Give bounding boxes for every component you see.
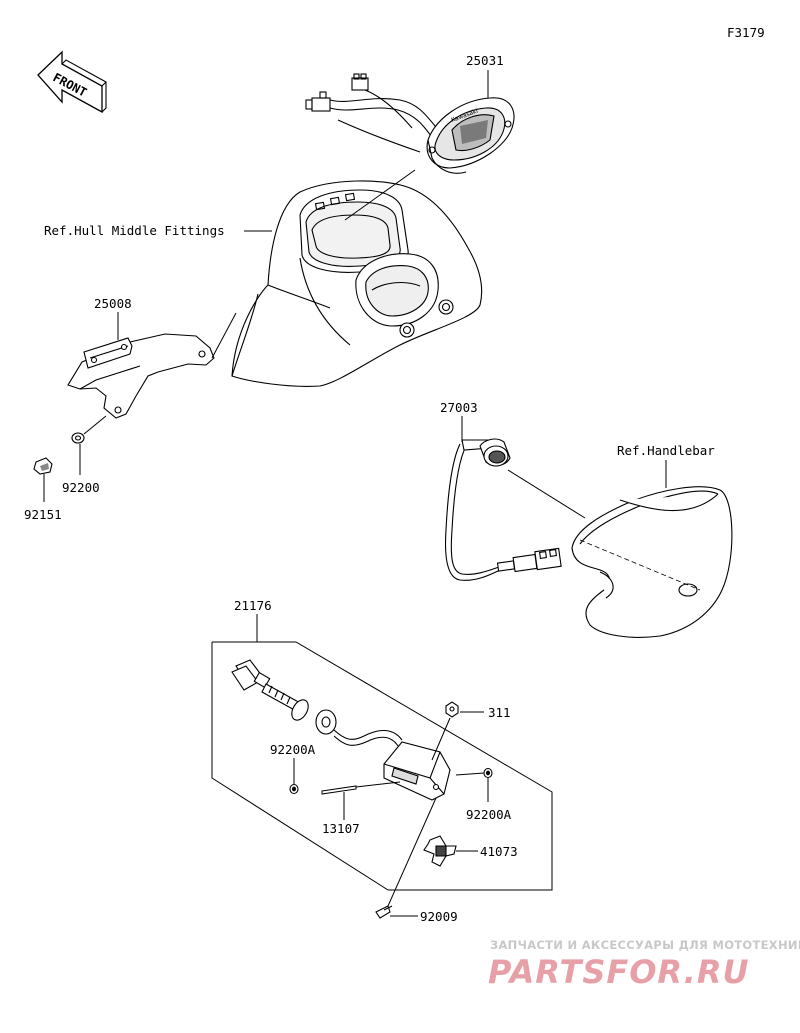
watermark-logo: PARTSFOR.RU	[488, 953, 749, 991]
ref-handlebar-label: Ref.Handlebar	[617, 443, 715, 458]
bracket-25008	[67, 333, 215, 419]
watermark-tagline: ЗАПЧАСТИ И АКСЕССУАРЫ ДЛЯ МОТОТЕХНИКИ	[490, 938, 800, 952]
sensor-assembly	[231, 659, 451, 801]
part-92009-label: 92009	[420, 909, 458, 924]
ref-hull-label: Ref.Hull Middle Fittings	[44, 223, 225, 238]
part-13107-label: 13107	[322, 821, 360, 836]
diagram-code: F3179	[727, 25, 765, 40]
part-25031-label: 25031	[466, 53, 504, 68]
meter-assembly: Kawasaki	[305, 73, 515, 174]
pin-13107	[321, 785, 357, 795]
group-box-21176	[211, 641, 553, 891]
switch-27003	[444, 438, 562, 581]
part-311-label: 311	[488, 705, 511, 720]
part-25008-label: 25008	[94, 296, 132, 311]
screw-92009	[375, 905, 393, 919]
part-92200A-right-label: 92200A	[466, 807, 512, 822]
part-92151-label: 92151	[24, 507, 62, 522]
hull-middle-fittings	[231, 180, 483, 387]
front-arrow-icon: FRONT	[37, 50, 107, 114]
part-92200-label: 92200	[62, 480, 100, 495]
washer-92200A-right	[483, 767, 493, 779]
washer-92200A-left	[289, 783, 299, 795]
clip-41073	[423, 835, 457, 867]
washer-92200	[71, 432, 85, 444]
part-27003-label: 27003	[440, 400, 478, 415]
nut-311	[445, 701, 459, 718]
part-21176-label: 21176	[234, 598, 272, 613]
part-41073-label: 41073	[480, 844, 518, 859]
handlebar	[571, 486, 733, 638]
part-92200A-left-label: 92200A	[270, 742, 316, 757]
bolt-92151	[33, 457, 53, 475]
